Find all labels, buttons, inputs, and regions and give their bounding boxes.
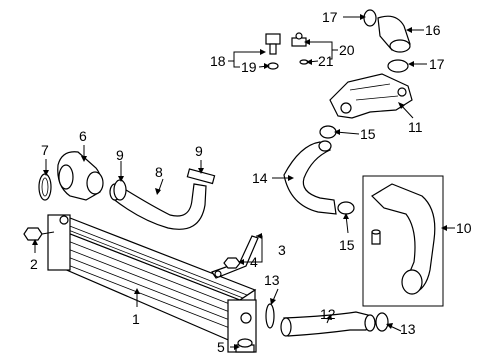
callout-12: 12 [320, 306, 336, 322]
elbow-6 [57, 151, 104, 201]
callout-17a: 17 [322, 9, 338, 25]
callout-20: 20 [339, 42, 355, 58]
clamp-13b [375, 312, 389, 332]
hose-14 [283, 140, 337, 215]
callout-5: 5 [217, 339, 225, 355]
callout-9a: 9 [116, 147, 124, 163]
intercooler [47, 214, 257, 353]
callout-21: 21 [318, 53, 334, 69]
callout-14: 14 [252, 170, 268, 186]
nut-4 [223, 257, 241, 269]
clamp-15a [319, 125, 337, 139]
clamp-13a [265, 303, 275, 329]
o-ring-7 [38, 173, 52, 201]
callout-7: 7 [41, 142, 49, 158]
callout-13b: 13 [400, 321, 416, 337]
air-duct-10 [362, 175, 444, 307]
arrow-heads [32, 14, 447, 350]
clamp-17a [363, 9, 377, 27]
clamp-15b [337, 201, 355, 215]
callout-16: 16 [425, 22, 441, 38]
sensor-20 [291, 32, 307, 47]
callout-11: 11 [408, 119, 423, 135]
grommet-5 [235, 338, 255, 353]
resonator-11 [329, 73, 413, 119]
sensor-18 [265, 33, 281, 55]
connector-16 [377, 15, 411, 53]
callout-19: 19 [241, 59, 257, 75]
callout-8: 8 [155, 164, 163, 180]
callout-18: 18 [210, 53, 226, 69]
callout-6: 6 [79, 128, 87, 144]
callout-10: 10 [456, 220, 472, 236]
clamp-17b [387, 59, 409, 73]
callout-15b: 15 [339, 237, 355, 253]
callout-4: 4 [250, 254, 258, 270]
callout-1: 1 [132, 311, 140, 327]
callout-15a: 15 [360, 126, 376, 142]
callout-13a: 13 [264, 272, 280, 288]
callout-2: 2 [30, 256, 38, 272]
callout-3: 3 [278, 242, 286, 258]
hose-12 [280, 311, 376, 337]
clamp-9b [186, 168, 216, 185]
callout-17b: 17 [429, 56, 445, 72]
clamp-9a [113, 179, 127, 201]
bolt-2 [23, 227, 55, 241]
callout-9b: 9 [195, 143, 203, 159]
